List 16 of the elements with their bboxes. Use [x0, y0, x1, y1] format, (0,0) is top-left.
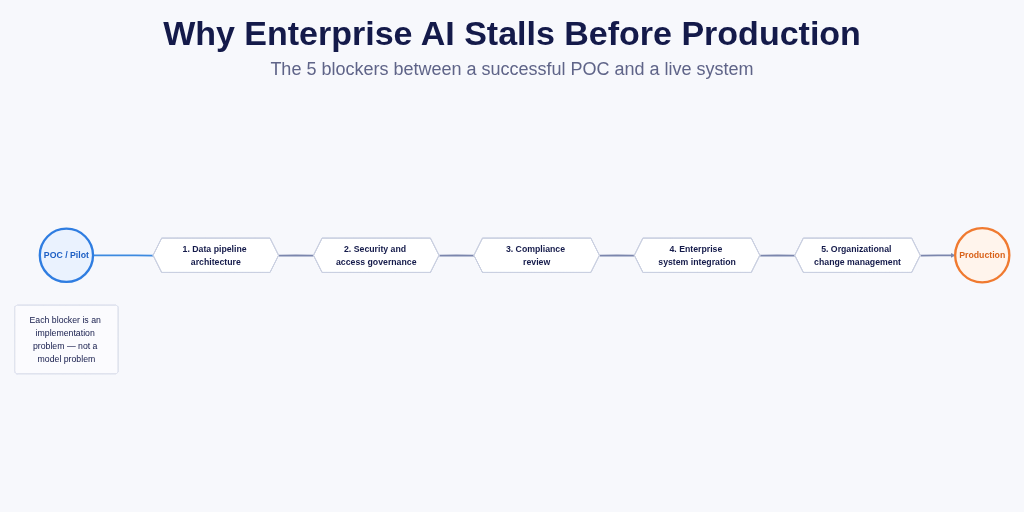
connector-line	[759, 254, 796, 257]
blocker-hexagon: 2. Security and access governance	[313, 237, 440, 273]
subtitle: The 5 blockers between a successful POC and a live system	[270, 59, 754, 80]
stage-circle: POC / Pilot	[38, 227, 95, 284]
arrow	[919, 252, 956, 258]
blocker-hexagon: 1. Data pipeline architecture	[152, 237, 280, 273]
blocker-hexagon: 5. Organizational change management	[794, 237, 921, 273]
note-box: Each blocker is an implementation problem — not a model problem	[14, 304, 119, 375]
stage-circle: Production	[954, 227, 1011, 284]
blocker-hexagon: 4. Enterprise system integration	[633, 237, 761, 273]
connector-line	[598, 254, 636, 257]
blocker-hexagon: 3. Compliance review	[473, 237, 600, 273]
connector-line	[438, 254, 476, 257]
connector-line	[278, 254, 315, 257]
connector-line	[92, 254, 155, 257]
title: Why Enterprise AI Stalls Before Production	[163, 14, 861, 53]
